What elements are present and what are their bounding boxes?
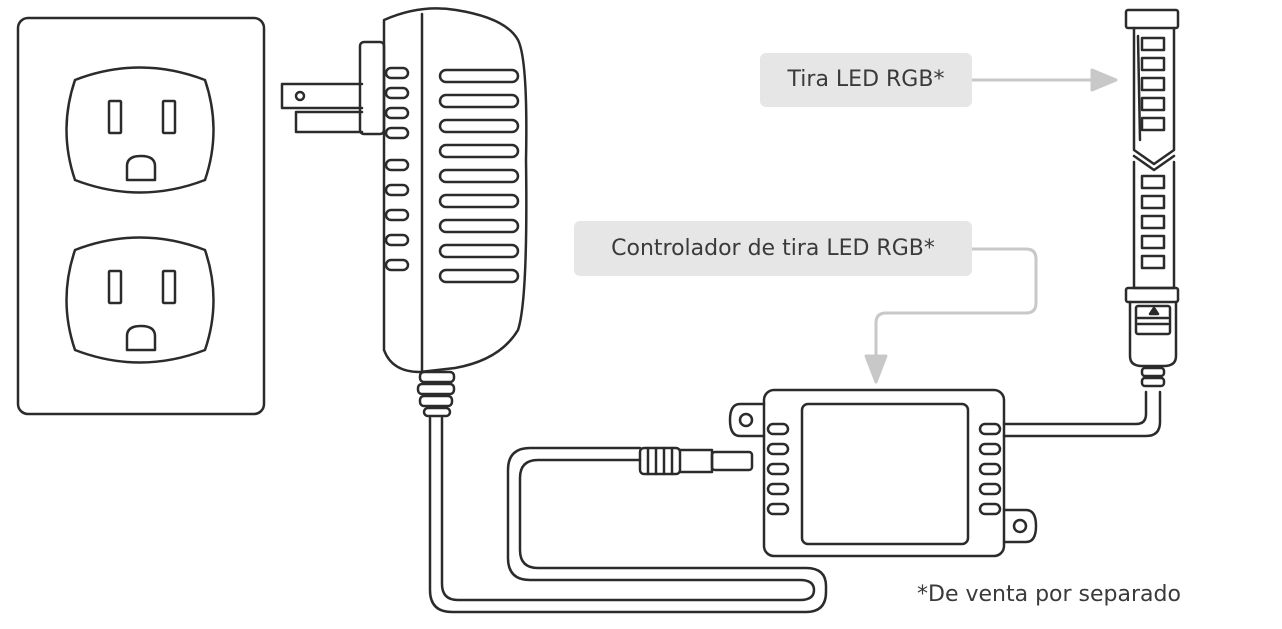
- power-adapter-icon: [280, 7, 528, 418]
- led-strip-icon: [1124, 8, 1180, 368]
- dc-plug-icon: [638, 446, 754, 476]
- controller-icon: [728, 388, 1038, 558]
- controller-leader-arrow: [864, 247, 1038, 384]
- controller-cable-icon: [1002, 366, 1166, 438]
- controller-label: Controlador de tira LED RGB*: [574, 221, 972, 276]
- led-strip-label: Tira LED RGB*: [760, 53, 972, 107]
- power-cable-icon: [428, 416, 828, 614]
- strip-leader-arrow: [970, 68, 1118, 92]
- wall-outlet-icon: [16, 16, 266, 416]
- sold-separately-footnote: *De venta por separado: [917, 582, 1181, 607]
